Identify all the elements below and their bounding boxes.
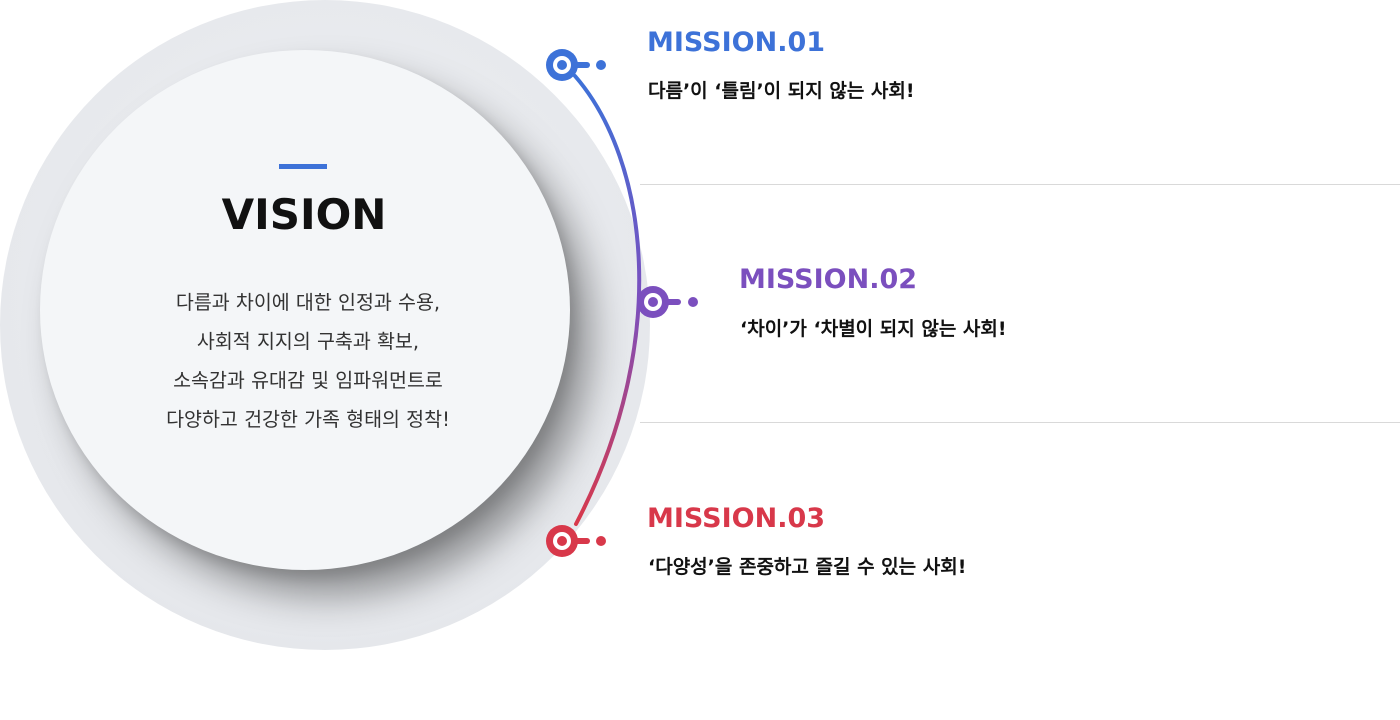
section-divider <box>640 184 1400 185</box>
vision-statement: 다름과 차이에 대한 인정과 수용, 사회적 지지의 구축과 확보, 소속감과 … <box>108 283 508 439</box>
mission-02-text: ‘차이’가 ‘차별이 되지 않는 사회! <box>740 318 1007 340</box>
mission-01-title: MISSION.01 <box>647 27 826 58</box>
mission-02-title: MISSION.02 <box>739 264 918 295</box>
vision-accent-bar <box>279 164 327 169</box>
vision-line: 다양하고 건강한 가족 형태의 정착! <box>166 408 450 431</box>
mission-01-text: 다름’이 ‘틀림’이 되지 않는 사회! <box>648 80 915 102</box>
section-divider <box>640 422 1400 423</box>
vision-title: VISION <box>221 190 387 239</box>
vision-line: 다름과 차이에 대한 인정과 수용, <box>175 291 441 314</box>
target-node-icon <box>546 525 606 557</box>
vision-line: 사회적 지지의 구축과 확보, <box>196 330 420 353</box>
mission-03-title: MISSION.03 <box>647 503 826 534</box>
target-node-icon <box>637 286 698 318</box>
vision-inner-circle <box>40 50 570 570</box>
arc-line <box>573 74 642 526</box>
vision-line: 소속감과 유대감 및 임파워먼트로 <box>173 369 443 392</box>
target-node-icon <box>546 49 606 81</box>
mission-03-text: ‘다양성’을 존중하고 즐길 수 있는 사회! <box>648 556 967 578</box>
